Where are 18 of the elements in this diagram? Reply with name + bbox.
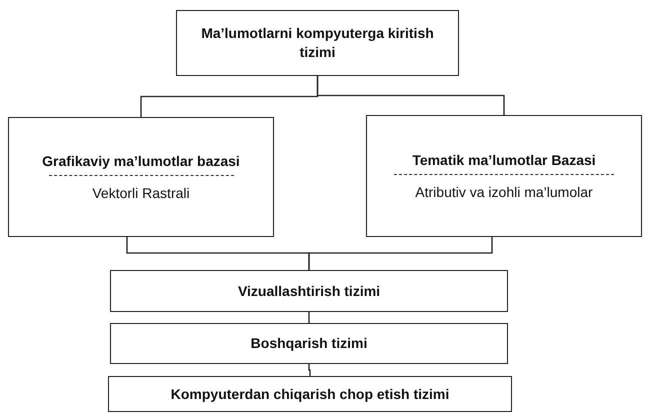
box-label: Boshqarish tizimi [250,334,368,353]
connector-line [308,312,310,323]
connector-line [308,364,311,376]
connector-line [316,76,505,115]
process-box [108,376,512,412]
box-label: Vizuallashtirish tizimi [238,282,380,300]
process-box [366,115,642,237]
box-body: Vektorli Rastrali [92,184,190,202]
process-box [110,323,508,364]
process-box [176,10,459,76]
box-body: Atributiv va izohli ma’lumolar [415,182,593,202]
box-heading: Tematik ma’lumotlar Bazasi [412,150,596,170]
box-label: Kompyuterdan chiqarish chop etish tizimi [170,384,450,404]
process-box [8,117,274,237]
box-heading: Grafikaviy ma’lumotlar bazasi [42,152,240,170]
connector-line [308,237,493,270]
process-box [110,270,508,312]
box-label: Ma’lumotlarni kompyuterga kiritish tizimi [200,24,435,62]
